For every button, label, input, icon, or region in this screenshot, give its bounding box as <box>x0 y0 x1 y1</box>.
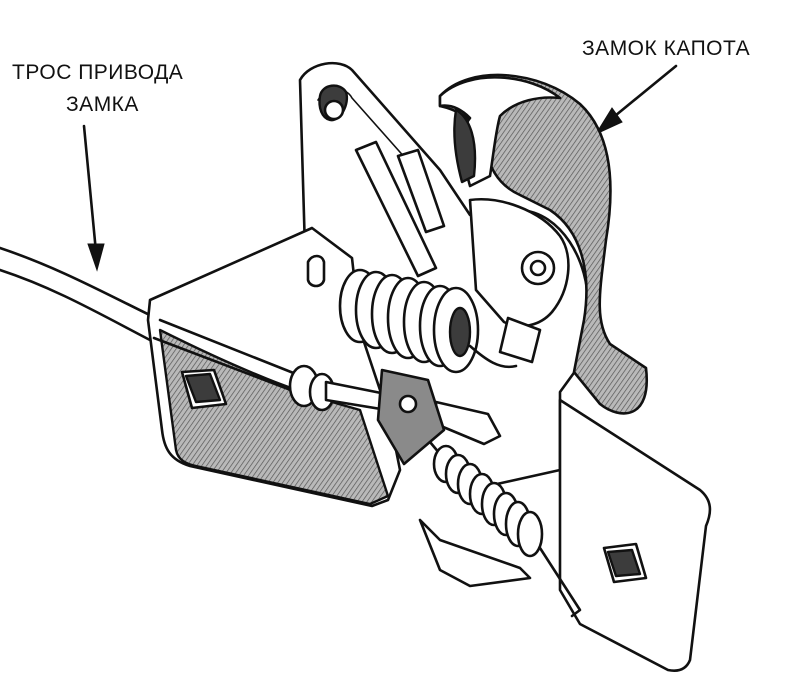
coil-spring-main <box>338 268 480 374</box>
drive-cable <box>0 246 162 342</box>
latch-hook <box>438 73 649 415</box>
lock-pointer-arrow <box>594 64 678 136</box>
lower-right-plate <box>558 398 712 672</box>
hood-lock-label: ЗАМОК КАПОТА <box>582 37 751 60</box>
release-rod <box>354 140 446 278</box>
drive-cable-label-line1: ТРОС ПРИВОДА <box>12 61 184 84</box>
latch-plate <box>468 198 570 328</box>
base-plate <box>146 226 532 588</box>
coil-spring-lower <box>432 444 582 618</box>
cable-pointer-arrow <box>82 124 105 272</box>
release-lever <box>376 368 446 466</box>
drive-cable-label-line2: ЗАМКА <box>66 93 139 116</box>
spring-hook <box>468 316 542 369</box>
